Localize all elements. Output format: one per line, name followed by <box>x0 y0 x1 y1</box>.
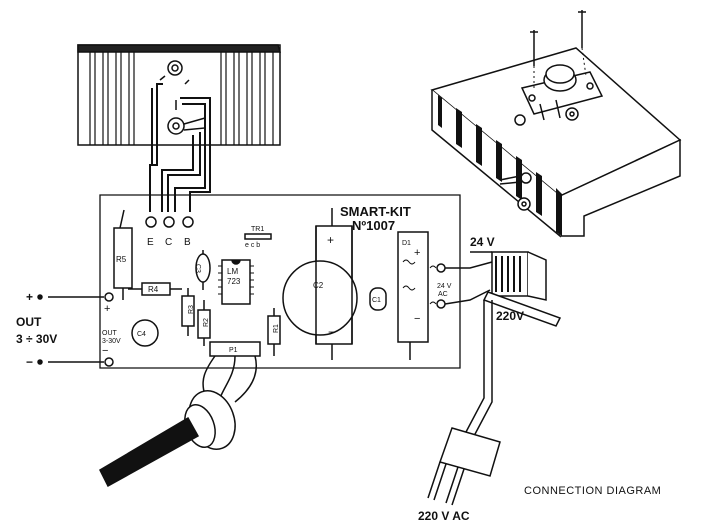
r4-label: R4 <box>148 285 159 294</box>
resistor-r5 <box>113 209 133 300</box>
capacitor-c2 <box>282 208 358 360</box>
r2-label: R2 <box>203 318 210 327</box>
c2-label: C2 <box>313 281 324 290</box>
pin-b-label: B <box>184 237 191 248</box>
c3-label: C3 <box>194 264 201 273</box>
mains-cable <box>465 300 493 437</box>
pcb-out-label: OUT <box>102 330 118 337</box>
trimmer-tr1 <box>244 233 272 240</box>
resistor-r3 <box>181 288 195 336</box>
pcb-plus-mark: + <box>104 303 110 315</box>
d1-plus: + <box>414 247 420 259</box>
ic-lm723 <box>218 259 254 305</box>
output-minus-terminal: − <box>26 355 33 369</box>
capacitor-c1 <box>369 287 387 311</box>
r1-label: R1 <box>273 324 280 333</box>
p1-label: P1 <box>229 347 238 354</box>
d1-label: D1 <box>402 240 411 247</box>
lm-label: LM <box>227 267 238 276</box>
lm-number: 723 <box>227 277 241 286</box>
primary-label: 220V <box>496 309 524 323</box>
pin-c-label: C <box>165 237 172 248</box>
heatsink-perspective <box>430 10 682 238</box>
tr1-pins: e c b <box>245 242 260 249</box>
transformer <box>470 251 562 327</box>
plug-label: 220 V AC <box>418 509 470 523</box>
resistor-r4 <box>128 282 182 296</box>
bridge-d1 <box>397 231 429 360</box>
ac-voltage: 24 V <box>437 283 452 290</box>
r5-label: R5 <box>116 255 127 264</box>
capacitor-c4 <box>131 319 159 347</box>
heatsink-front <box>77 44 281 146</box>
pcb-minus-mark: − <box>102 345 108 357</box>
r3-label: R3 <box>188 305 195 314</box>
kit-title: SMART-KIT <box>340 204 411 219</box>
potentiometer-p1 <box>99 341 261 488</box>
ac-terminals <box>429 261 493 309</box>
transistor-wires <box>149 83 211 212</box>
resistor-r1 <box>267 308 281 356</box>
resistor-r2 <box>197 300 211 346</box>
ac-label: AC <box>438 291 448 298</box>
c1-label: C1 <box>372 297 381 304</box>
capacitor-c3 <box>195 250 211 290</box>
d1-minus: − <box>414 313 420 325</box>
output-plus-terminal: + <box>26 290 33 304</box>
output-range: 3 ÷ 30V <box>16 332 57 346</box>
mains-plug <box>427 427 501 506</box>
pcb-board <box>99 194 461 369</box>
pin-e-label: E <box>147 237 154 248</box>
tr1-label: TR1 <box>251 226 264 233</box>
c2-plus: + <box>327 233 334 247</box>
diagram-caption: CONNECTION DIAGRAM <box>524 485 661 497</box>
c2-minus: − <box>328 325 335 339</box>
output-label: OUT <box>16 315 42 329</box>
c4-label: C4 <box>137 331 146 338</box>
kit-number: Nº1007 <box>352 218 395 233</box>
pcb-out-range: 3-30V <box>102 338 121 345</box>
output-terminals <box>37 292 114 367</box>
secondary-label: 24 V <box>470 235 495 249</box>
transistor-pins <box>145 216 194 228</box>
